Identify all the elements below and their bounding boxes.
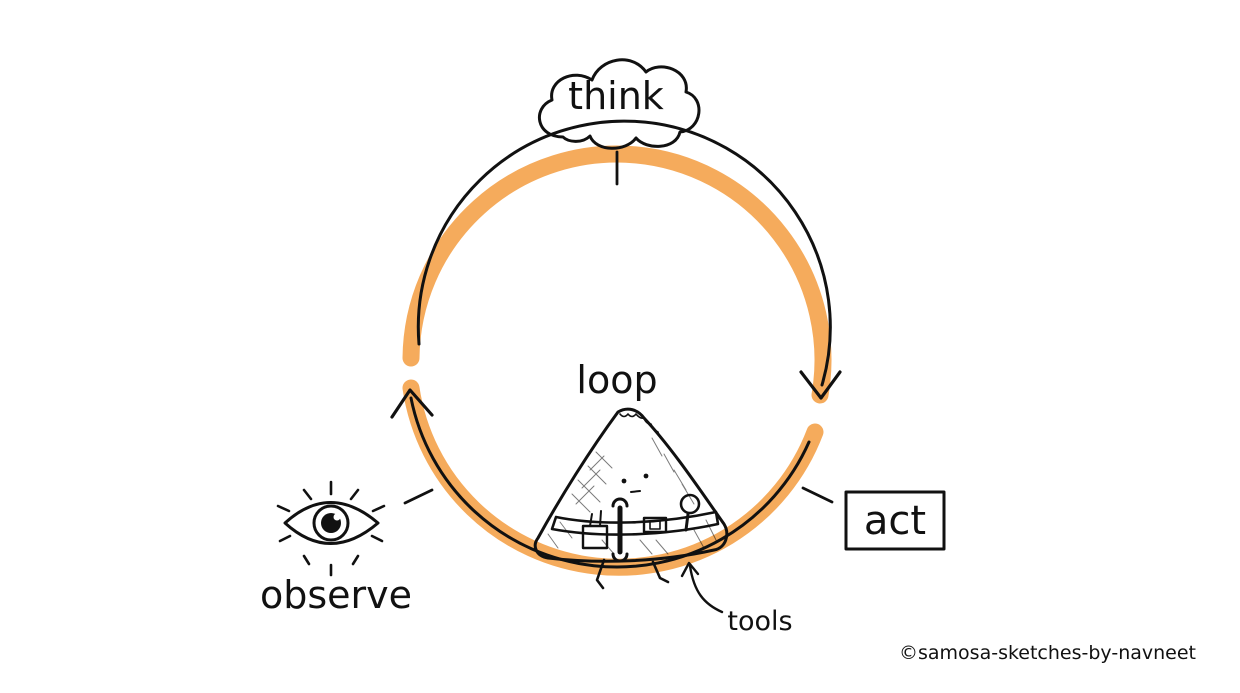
- loop-label: loop: [576, 358, 657, 402]
- act-box: [844, 490, 946, 551]
- observe-label: observe: [260, 573, 412, 617]
- belt-buckle: [642, 516, 668, 534]
- belt-pouch: [581, 524, 609, 550]
- tool-belt: [550, 510, 720, 536]
- wrench-icon: [611, 497, 629, 563]
- credit-text: ©samosa-sketches-by-navneet: [899, 642, 1196, 664]
- think-node: think: [537, 58, 701, 150]
- loop-arc-bottom: [409, 396, 811, 569]
- act-label: act: [864, 498, 926, 544]
- cloud-icon: [537, 58, 701, 150]
- loop-ring: [402, 119, 832, 576]
- magnifier-icon: [679, 493, 701, 532]
- act-node: act: [844, 490, 946, 551]
- observe-connector: [403, 488, 434, 505]
- arrowhead-to-observe: [390, 388, 434, 419]
- tools-label: tools: [727, 606, 792, 637]
- observe-node: observe: [260, 480, 412, 617]
- loop-arc-top: [416, 119, 832, 387]
- samosa-body: [533, 407, 729, 563]
- act-connector: [801, 486, 834, 504]
- eye-icon: [276, 480, 386, 577]
- arrowhead-to-act: [799, 370, 842, 400]
- tools-pointer-arrow: [688, 564, 724, 614]
- samosa-character: [533, 407, 729, 590]
- think-label: think: [568, 74, 664, 118]
